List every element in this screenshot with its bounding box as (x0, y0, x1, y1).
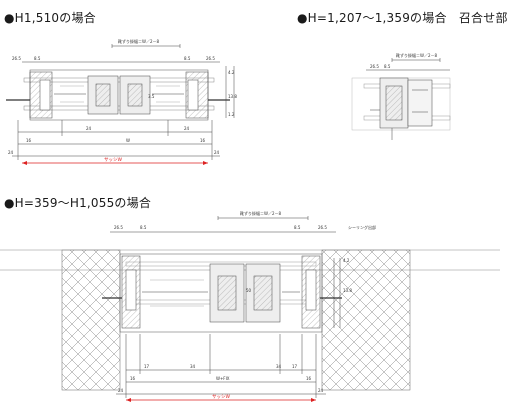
heading-h1510: ●H1,510の場合 (4, 11, 96, 25)
d3-w-fix: W+FIX (216, 376, 230, 381)
d1-dim-24-right: 24 (214, 150, 220, 155)
d3-dim-24-left: 24 (118, 388, 124, 393)
d1-dim-24-left: 24 (8, 150, 14, 155)
d3-dim-4-2: 4.2 (343, 258, 350, 263)
d3-dim-16-right: 16 (306, 376, 312, 381)
heading-h1207-1359: ●H=1,207〜1,359の場合 召合せ部 (297, 11, 508, 25)
d1-dim-24-a: 24 (86, 126, 92, 131)
d1-dim-13-8: 13.8 (228, 94, 237, 99)
d2-top-note: 靴ずり掛幅＝W／2－8 (396, 52, 437, 58)
d1-dim-4-2: 4.2 (228, 70, 235, 75)
d1-sash-w: サッシW (104, 157, 122, 163)
d3-dim-17-right: 17 (292, 364, 298, 369)
d2-dim-26-5: 26.5 (370, 64, 379, 69)
d1-top-note: 靴ずり掛幅＝W／2－8 (118, 38, 159, 44)
d3-top-note: 靴ずり掛幅＝W／2－8 (240, 210, 281, 216)
d3-dim-17-left: 17 (144, 364, 150, 369)
d1-dim-8-5-left: 8.5 (34, 56, 41, 61)
d1-dim-16-right: 16 (200, 138, 206, 143)
d3-dim-8-5-right: 8.5 (294, 225, 301, 230)
drawing-full-height-labels: 靴ずり掛幅＝W／2－8 26.5 8.5 8.5 26.5 4.2 13.8 1… (8, 38, 237, 163)
d1-dim-1-2: 1.2 (228, 112, 235, 117)
d2-dim-8-5: 8.5 (384, 64, 391, 69)
d1-dim-8-5-right: 8.5 (184, 56, 191, 61)
d3-dim-26-5-right: 26.5 (318, 225, 327, 230)
d3-seal-note: シーリング出部 (348, 224, 376, 230)
drawing-short-height (0, 216, 500, 402)
drawing-junction-labels: 靴ずり掛幅＝W／2－8 26.5 8.5 (370, 52, 437, 69)
d3-dim-8-5-left: 8.5 (140, 225, 147, 230)
d1-dim-26-5-left: 26.5 (12, 56, 21, 61)
d3-dim-24-right: 24 (318, 388, 324, 393)
d3-sash-w: サッシW (212, 394, 230, 400)
heading-h359-1055: ●H=359〜H1,055の場合 (4, 196, 152, 210)
drawing-short-height-labels: 靴ずり掛幅＝W／2－8 シーリング出部 26.5 8.5 8.5 26.5 4.… (114, 210, 376, 400)
d1-dim-16-left: 16 (26, 138, 32, 143)
drawing-full-height (6, 44, 235, 165)
d3-dim-34-right: 34 (276, 364, 282, 369)
d3-dim-50: 50 (246, 288, 252, 293)
d3-dim-26-5-left: 26.5 (114, 225, 123, 230)
d3-dim-34-left: 34 (190, 364, 196, 369)
d1-dim-24-b: 24 (184, 126, 190, 131)
d1-dim-3-5: 3.5 (148, 94, 155, 99)
d1-dim-26-5-right: 26.5 (206, 56, 215, 61)
drawing-junction (351, 58, 451, 140)
d1-dim-w: W (126, 138, 130, 143)
d3-dim-16-left: 16 (130, 376, 136, 381)
d3-dim-13-8: 13.8 (343, 288, 352, 293)
